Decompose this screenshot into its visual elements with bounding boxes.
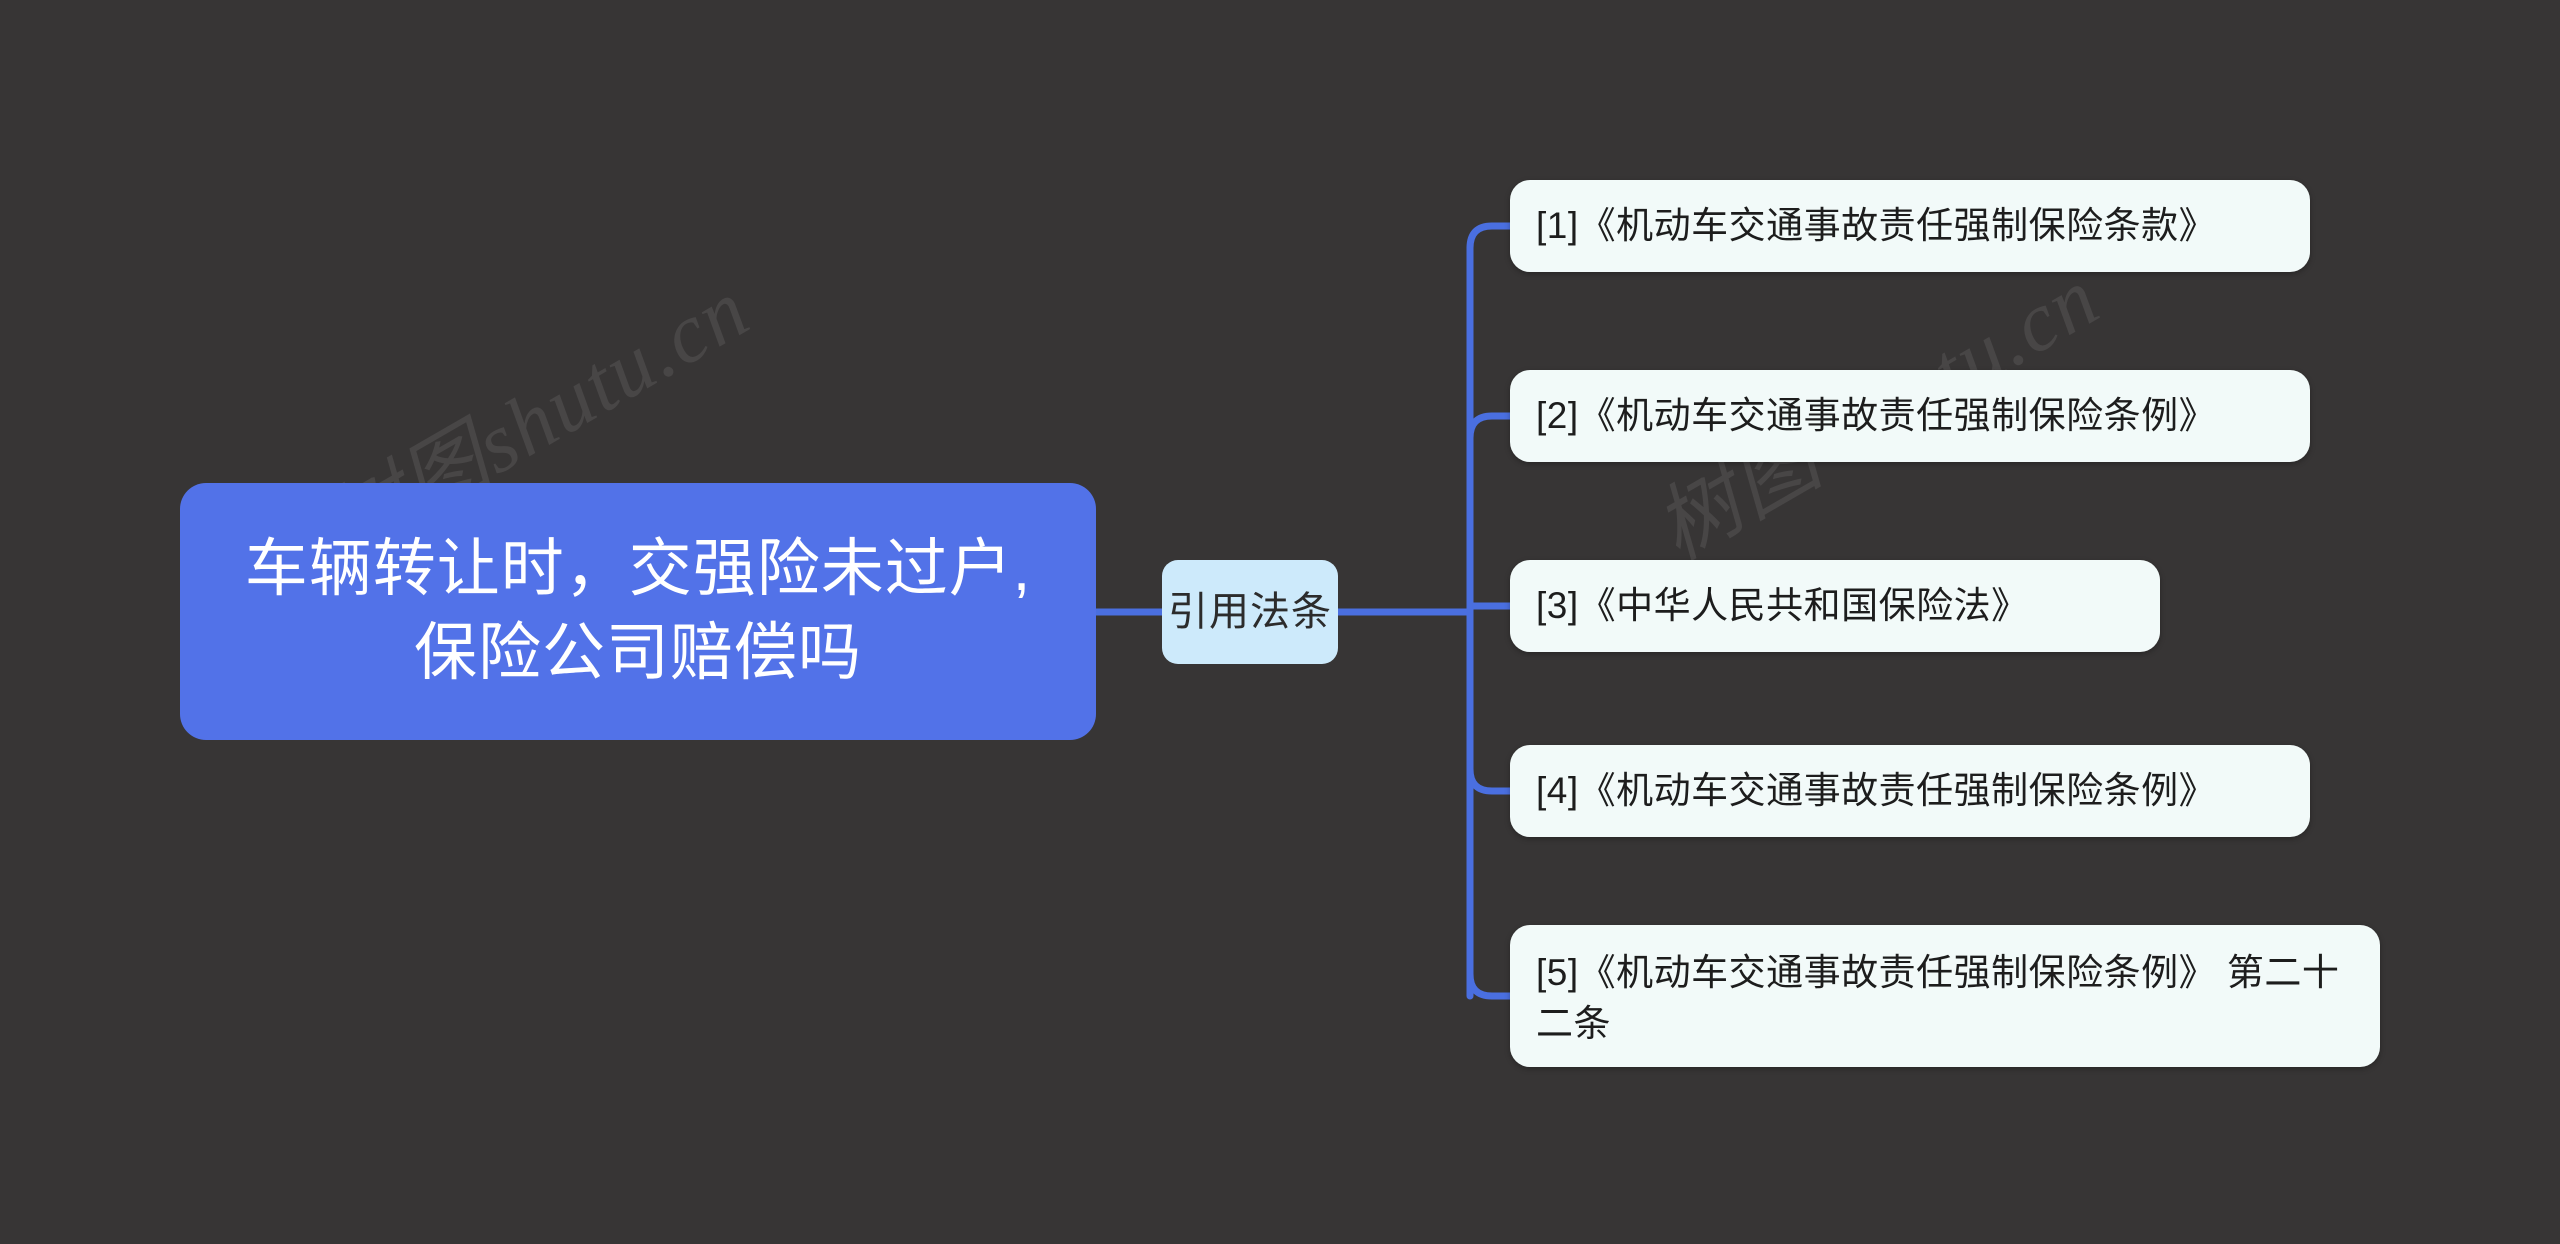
connector-to-leaf-5	[1466, 970, 1516, 1000]
leaf-node-4-label: [4]《机动车交通事故责任强制保险条例》	[1536, 770, 2217, 812]
leaf-node-2-label: [2]《机动车交通事故责任强制保险条例》	[1536, 395, 2217, 437]
leaf-node-3-label: [3]《中华人民共和国保险法》	[1536, 585, 2029, 627]
leaf-node-5[interactable]: [5]《机动车交通事故责任强制保险条例》 第二十二条	[1510, 925, 2380, 1067]
leaf-node-1-label: [1]《机动车交通事故责任强制保险条款》	[1536, 205, 2217, 247]
leaf-node-5-label: [5]《机动车交通事故责任强制保险条例》 第二十二条	[1536, 952, 2340, 1045]
root-node-label: 车辆转让时，交强险未过户,保险公司赔偿吗	[244, 533, 1032, 688]
connector-to-leaf-2	[1466, 412, 1516, 442]
leaf-node-1[interactable]: [1]《机动车交通事故责任强制保险条款》	[1510, 180, 2310, 272]
branch-node-label: 引用法条	[1168, 590, 1332, 634]
connector-to-leaf-4	[1466, 765, 1516, 795]
leaf-node-3[interactable]: [3]《中华人民共和国保险法》	[1510, 560, 2160, 652]
branch-node-citations[interactable]: 引用法条	[1162, 560, 1338, 664]
leaf-node-2[interactable]: [2]《机动车交通事故责任强制保险条例》	[1510, 370, 2310, 462]
connector-to-leaf-1	[1466, 222, 1516, 252]
leaf-node-4[interactable]: [4]《机动车交通事故责任强制保险条例》	[1510, 745, 2310, 837]
root-node[interactable]: 车辆转让时，交强险未过户,保险公司赔偿吗	[180, 483, 1096, 740]
